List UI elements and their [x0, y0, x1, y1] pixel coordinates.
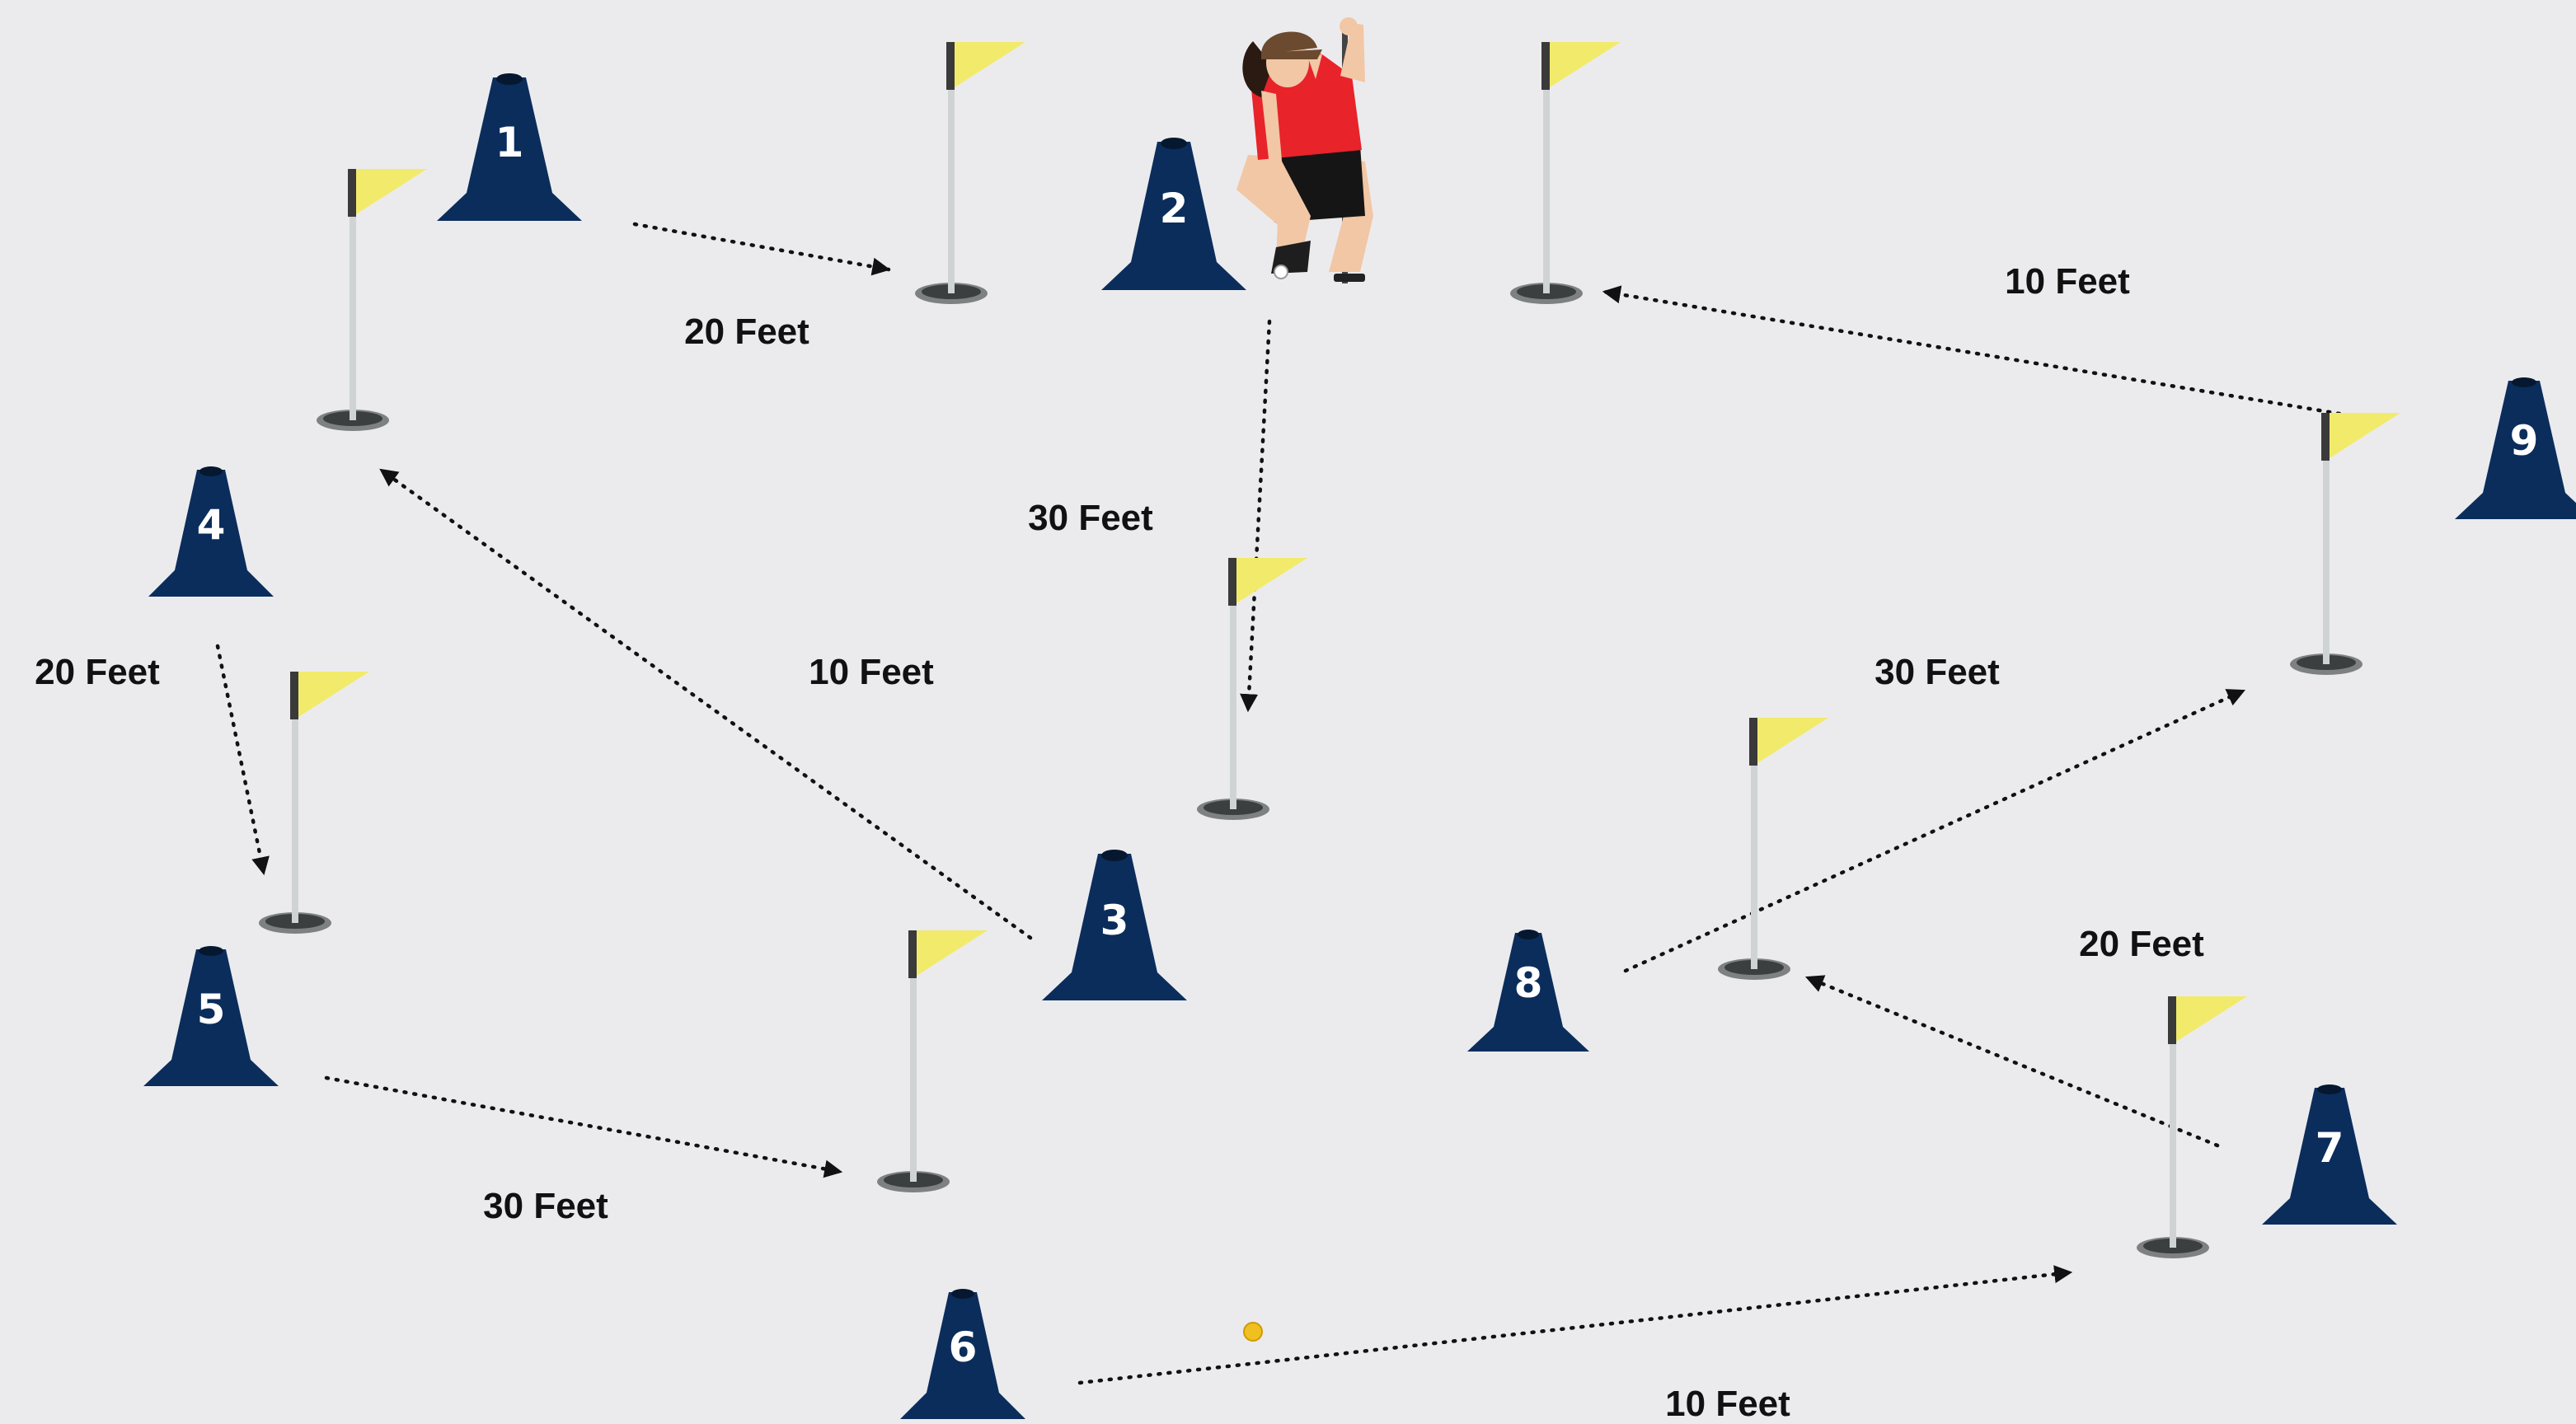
traffic-cone-icon: 3	[1042, 850, 1187, 1000]
distance-label: 10 Feet	[809, 652, 934, 692]
distance-label: 20 Feet	[2079, 924, 2204, 964]
distance-label: 30 Feet	[1875, 652, 2000, 692]
route-arrows	[215, 222, 2342, 1385]
traffic-cone-icon: 7	[2262, 1084, 2397, 1225]
distance-label: 10 Feet	[1665, 1384, 1790, 1424]
cone-number: 6	[949, 1323, 978, 1371]
distance-labels: 20 Feet 30 Feet 10 Feet 20 Feet 10 Feet …	[35, 261, 2204, 1424]
traffic-cone-icon: 4	[148, 466, 274, 597]
cone-number: 8	[1514, 959, 1543, 1007]
golf-flag-icon	[877, 930, 988, 1192]
arrow-cone4-to-hole	[215, 644, 270, 876]
arrow-cone2-to-hole	[1240, 319, 1272, 713]
arrow-cone8-to-hole	[1623, 688, 2246, 973]
arrow-cone6-to-hole	[1077, 1265, 2073, 1385]
golf-flag-icon	[915, 42, 1025, 304]
golfer-reading-putt-icon	[1236, 17, 1373, 283]
cone-number: 3	[1100, 897, 1129, 944]
cone-number: 9	[2510, 417, 2539, 465]
arrow-cone9-to-hole	[1602, 285, 2342, 416]
golf-flag-icon	[317, 169, 427, 431]
cone-number: 5	[197, 986, 226, 1033]
cone-number: 1	[495, 119, 524, 166]
arrow-cone3-to-hole	[378, 467, 1033, 940]
golf-flag-icon	[259, 672, 369, 934]
distance-label: 30 Feet	[483, 1186, 608, 1226]
arrow-cone5-to-hole	[324, 1075, 843, 1178]
golf-flag-icon	[2137, 996, 2247, 1258]
distance-label: 30 Feet	[1028, 498, 1153, 538]
traffic-cone-icon: 5	[143, 946, 279, 1086]
traffic-cone-icon: 6	[900, 1289, 1025, 1419]
golf-flag-icon	[1197, 558, 1307, 820]
holes	[259, 42, 2400, 1258]
traffic-cone-icon: 9	[2455, 377, 2576, 519]
distance-label: 20 Feet	[35, 652, 160, 692]
traffic-cone-icon: 1	[437, 73, 582, 221]
distance-label: 20 Feet	[684, 312, 809, 352]
traffic-cone-icon: 2	[1101, 138, 1246, 290]
distance-label: 10 Feet	[2005, 261, 2130, 302]
arrow-cone1-to-hole	[632, 222, 891, 276]
traffic-cone-icon: 8	[1467, 930, 1589, 1052]
cone-number: 4	[197, 501, 226, 549]
golf-ball-icon	[1243, 1322, 1263, 1342]
golf-flag-icon	[2290, 413, 2400, 675]
golf-flag-icon	[1718, 718, 1828, 980]
arrow-cone7-to-hole	[1804, 975, 2220, 1148]
cone-number: 7	[2316, 1124, 2344, 1172]
cone-number: 2	[1160, 185, 1189, 232]
cones: 1 2 3 4 5 6 7	[143, 73, 2576, 1419]
golf-flag-icon	[1510, 42, 1621, 304]
